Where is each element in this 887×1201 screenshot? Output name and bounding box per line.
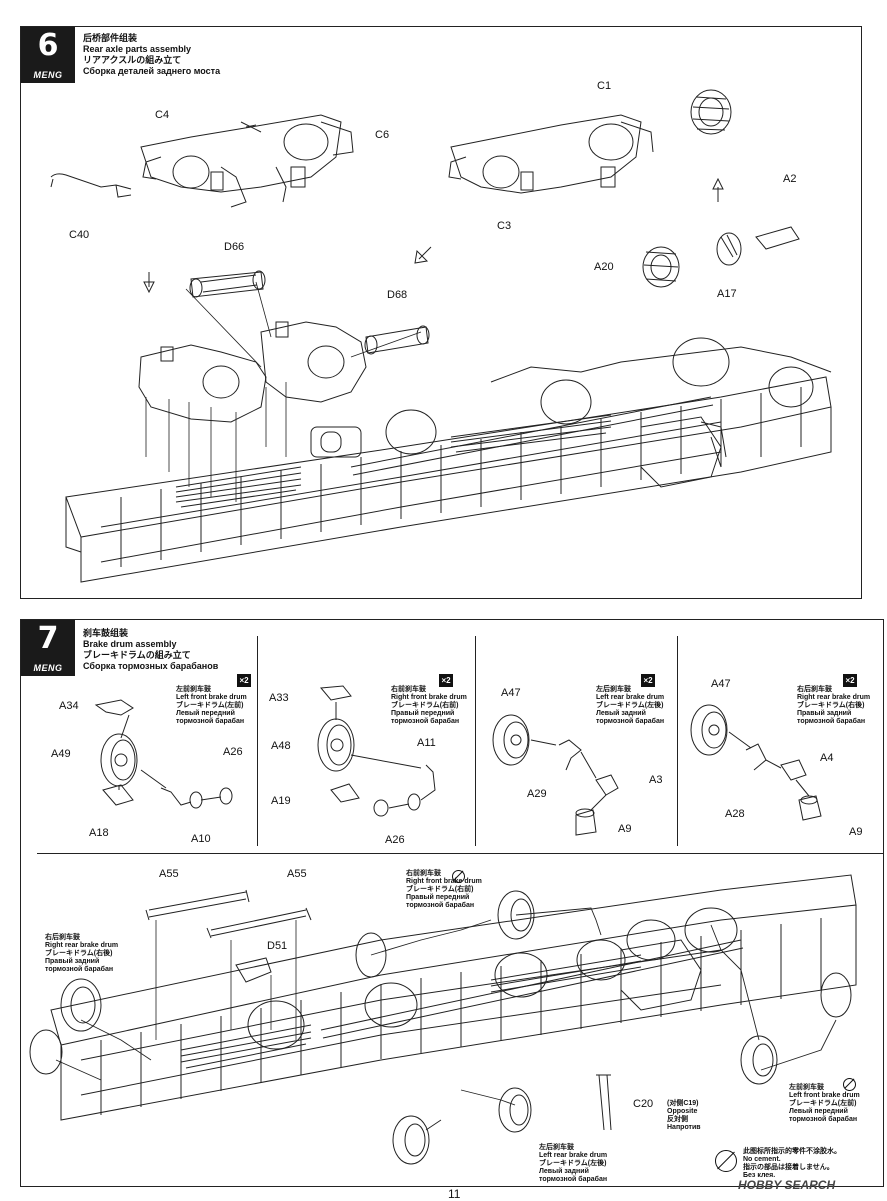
label-d66: D66	[224, 241, 245, 253]
d68-shaft	[364, 325, 430, 355]
divider-3	[677, 636, 678, 846]
watermark-text: HOBBY SEARCH	[738, 1178, 836, 1192]
label-c4: C4	[155, 109, 170, 121]
label-a19: A19	[271, 795, 291, 807]
label-c40: C40	[69, 229, 90, 241]
title-ru: Сборка тормозных барабанов	[83, 661, 219, 671]
no-cement-icon	[843, 1078, 856, 1091]
title-cn: 刹车鼓组装	[83, 628, 129, 638]
label-a26-2: A26	[385, 834, 405, 846]
label-a26-1: A26	[223, 746, 243, 758]
step-6-panel: 6 MENG 后桥部件组装 Rear axle parts assembly リ…	[20, 26, 862, 599]
step-7-title: 刹车鼓组装 Brake drum assembly ブレーキドラムの組み立て С…	[83, 628, 218, 672]
watermark: HOBBY SEARCH	[738, 1178, 835, 1192]
rear-axle-upper-right	[448, 114, 654, 194]
label-a20: A20	[594, 261, 614, 273]
rear-axles-mid	[138, 321, 367, 423]
sub2-parts	[317, 685, 436, 817]
sub4-qty-badge: ×2	[843, 674, 857, 687]
sub-panels-bottom-rule	[37, 853, 883, 854]
label-c6: C6	[375, 129, 390, 141]
arrow-down-left	[143, 272, 155, 294]
arrow-diag	[414, 246, 432, 264]
step-6-drawing	[50, 89, 832, 583]
arrow-up	[712, 177, 724, 202]
sub1-parts	[94, 699, 233, 809]
title-jp: ブレーキドラムの組み立て	[83, 650, 191, 660]
label-a55-left: A55	[159, 868, 179, 880]
page-number: 11	[448, 1187, 461, 1201]
sub4-parts	[690, 704, 822, 821]
label-d68: D68	[387, 289, 408, 301]
label-a29: A29	[527, 788, 547, 800]
label-a9-2: A9	[849, 826, 863, 838]
meng-logo: MENG	[23, 70, 73, 80]
step-7-panel: 7 MENG 刹车鼓组装 Brake drum assembly ブレーキドラム…	[20, 619, 884, 1187]
no-cement-legend: 此图标所指示的零件不涂胶水。No cement.指示の部品は接着しません。Без…	[743, 1148, 841, 1179]
label-a33: A33	[269, 692, 289, 704]
title-en: Brake drum assembly	[83, 639, 177, 649]
label-a28: A28	[725, 808, 745, 820]
main-assembly	[29, 874, 857, 1165]
divider-2	[475, 636, 476, 846]
sub3-parts	[492, 714, 619, 836]
c40-bar	[50, 173, 132, 198]
label-a17: A17	[717, 288, 737, 300]
step-7-drawing	[29, 685, 857, 1165]
step-6-badge: 6 MENG	[21, 27, 75, 83]
label-a47-2: A47	[711, 678, 731, 690]
step-6-title: 后桥部件组装 Rear axle parts assembly リアアクスルの組…	[83, 33, 220, 77]
hub-assembly-a	[642, 226, 800, 288]
label-a2: A2	[783, 173, 797, 185]
sub1-qty-badge: ×2	[237, 674, 251, 687]
sub2-qty-badge: ×2	[439, 674, 453, 687]
no-cement-icon	[452, 870, 465, 883]
rear-axle-upper-left	[140, 114, 354, 208]
no-cement-legend-icon	[715, 1150, 737, 1172]
label-a18: A18	[89, 827, 109, 839]
divider-1	[257, 636, 258, 846]
label-a34: A34	[59, 700, 79, 712]
label-a11: A11	[417, 737, 436, 749]
label-a3: A3	[649, 774, 663, 786]
label-a9-1: A9	[618, 823, 632, 835]
hub-gear-top	[690, 89, 732, 135]
sub3-qty-badge: ×2	[641, 674, 655, 687]
step-7-number: 7	[37, 621, 59, 656]
label-c20: C20	[633, 1098, 654, 1110]
d66-shaft	[189, 270, 266, 298]
label-a4: A4	[820, 752, 834, 764]
title-cn: 后桥部件组装	[83, 33, 138, 43]
step-6-number: 6	[37, 28, 59, 63]
label-a49: A49	[51, 748, 71, 760]
title-en: Rear axle parts assembly	[83, 44, 192, 54]
meng-logo: MENG	[23, 663, 73, 673]
label-a47-1: A47	[501, 687, 521, 699]
label-a55-right: A55	[287, 868, 307, 880]
title-ru: Сборка деталей заднего моста	[83, 66, 221, 76]
label-c1: C1	[597, 80, 612, 92]
label-d51: D51	[267, 940, 288, 952]
title-jp: リアアクスルの組み立て	[83, 55, 182, 65]
step-7-badge: 7 MENG	[21, 620, 75, 676]
label-c3: C3	[497, 220, 512, 232]
label-a10: A10	[191, 833, 211, 845]
chassis-frame	[65, 337, 832, 583]
label-a48: A48	[271, 740, 291, 752]
